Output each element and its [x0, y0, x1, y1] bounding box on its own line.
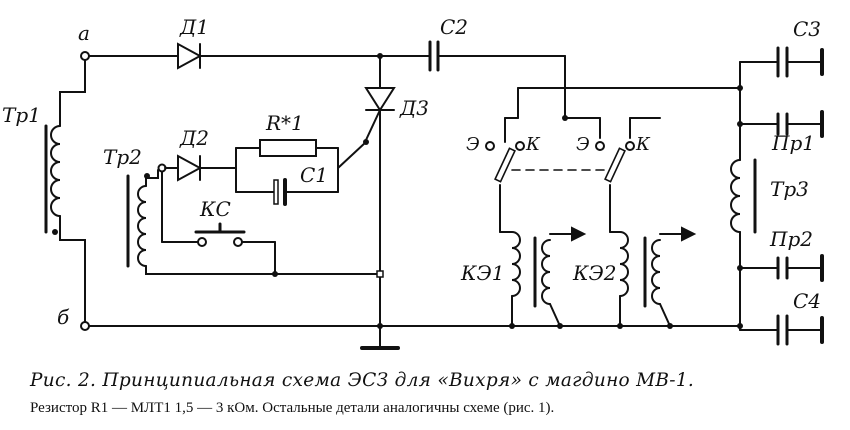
label-contact-e-right: Э [576, 134, 590, 155]
coil-ke2 [609, 226, 697, 327]
capacitor-c1 [273, 178, 287, 206]
label-tr1: Тр1 [2, 103, 41, 127]
label-node-b: б [57, 305, 70, 329]
contact-e-left [485, 141, 495, 151]
label-r1: R*1 [265, 111, 304, 135]
terminal-a [80, 51, 90, 61]
label-contact-e-left: Э [466, 134, 480, 155]
label-tr3: Тр3 [770, 177, 809, 201]
terminal-b [80, 321, 90, 331]
label-pr2: Пр2 [769, 227, 813, 251]
label-ke2: КЭ2 [572, 261, 617, 285]
label-tr2: Тр2 [103, 145, 142, 169]
figure-caption: Рис. 2. Принципиальная схема ЭСЗ для «Ви… [30, 370, 695, 391]
diode-d1 [177, 42, 203, 70]
spark-gap-pr2 [776, 256, 789, 280]
label-d3: Д3 [399, 96, 429, 120]
capacitor-c3 [776, 46, 789, 78]
label-d1: Д1 [179, 15, 209, 39]
label-node-a: a [78, 21, 90, 45]
label-ke1: КЭ1 [460, 261, 505, 285]
transformer-tr3 [730, 158, 757, 234]
diode-d2 [177, 154, 203, 182]
figure-note: Резистор R1 — МЛТ1 1,5 — 3 кОм. Остальны… [30, 400, 555, 416]
label-contact-k-left: К [525, 134, 541, 155]
label-d2: Д2 [179, 126, 209, 150]
coil-ke1 [499, 226, 587, 327]
label-pr1: Пр1 [771, 131, 815, 155]
transformer-tr2 [126, 169, 276, 275]
label-c1: C1 [300, 163, 328, 187]
contact-e-right [595, 141, 605, 151]
transformer-tr1 [44, 59, 86, 323]
contact-k-right [604, 141, 635, 183]
label-c4: C4 [793, 289, 821, 313]
switch-ks [194, 222, 246, 247]
resistor-r1 [259, 139, 317, 157]
label-contact-k-right: К [635, 134, 651, 155]
label-c2: C2 [440, 15, 468, 39]
contact-k-left [494, 141, 525, 183]
label-c3: C3 [793, 17, 821, 41]
capacitor-c2 [428, 40, 440, 72]
label-ks: КС [199, 197, 231, 221]
capacitor-c4 [776, 314, 789, 346]
